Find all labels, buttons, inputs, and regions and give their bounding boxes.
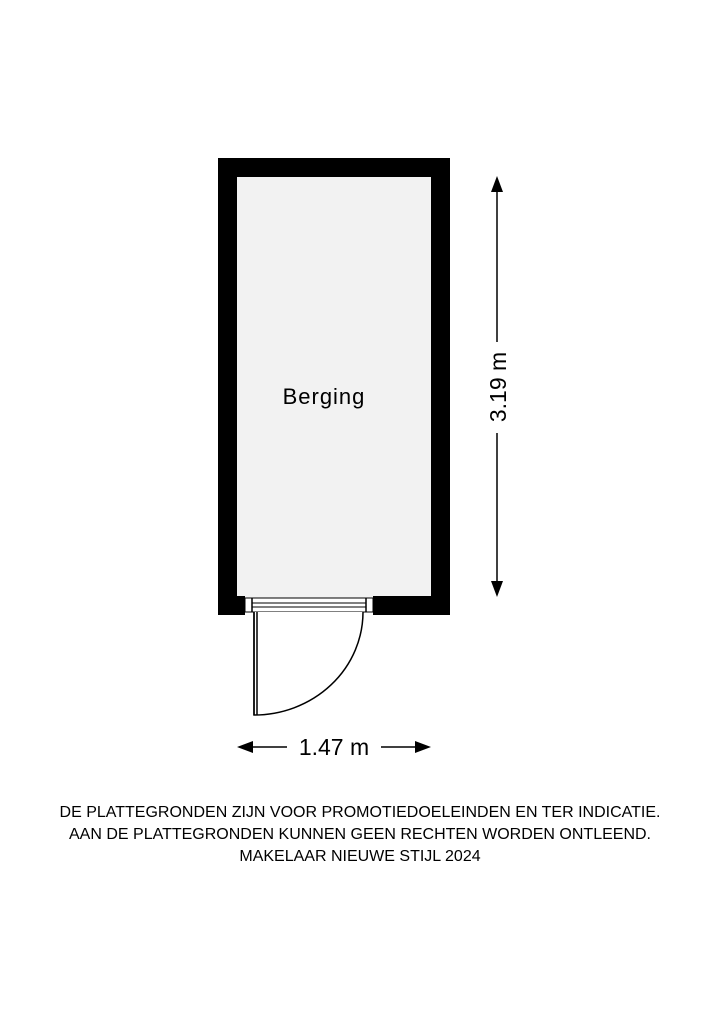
- disclaimer-line-3: MAKELAAR NIEUWE STIJL 2024: [239, 848, 481, 865]
- disclaimer: DE PLATTEGRONDEN ZIJN VOOR PROMOTIEDOELE…: [0, 802, 720, 868]
- arrow-up-icon: [491, 176, 503, 192]
- arrow-right-icon: [415, 741, 431, 753]
- room-floor: [237, 177, 431, 598]
- arrow-down-icon: [491, 581, 503, 597]
- door-swing: [253, 611, 364, 716]
- height-dimension: 3.19 m: [485, 176, 511, 597]
- wall-bottom-left: [218, 596, 245, 615]
- width-dimension: 1.47 m: [237, 734, 431, 760]
- height-dimension-label: 3.19 m: [485, 352, 511, 422]
- walls: [218, 158, 450, 615]
- wall-right: [431, 158, 450, 615]
- door-threshold: [244, 597, 374, 613]
- disclaimer-line-1: DE PLATTEGRONDEN ZIJN VOOR PROMOTIEDOELE…: [59, 804, 661, 821]
- wall-left: [218, 158, 237, 615]
- wall-top: [218, 158, 450, 177]
- arrow-left-icon: [237, 741, 253, 753]
- wall-bottom-right: [373, 596, 450, 615]
- disclaimer-line-2: AAN DE PLATTEGRONDEN KUNNEN GEEN RECHTEN…: [69, 826, 651, 843]
- room-label: Berging: [283, 384, 366, 409]
- width-dimension-label: 1.47 m: [299, 734, 369, 760]
